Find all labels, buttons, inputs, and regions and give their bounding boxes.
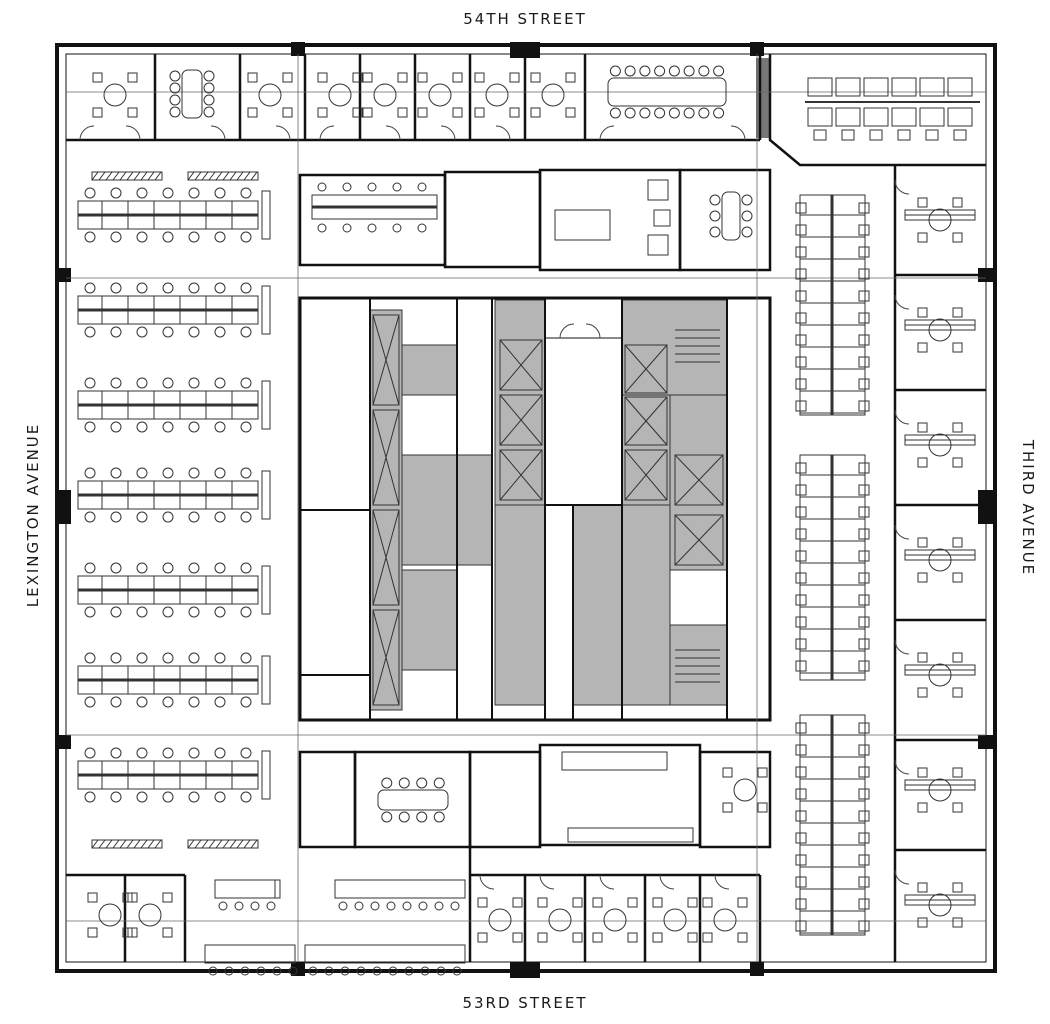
door-swings [79, 125, 910, 890]
core-walls [300, 297, 728, 720]
north-street-label: 54TH STREET [463, 10, 587, 28]
workstation-benches [77, 77, 980, 936]
south-street-label: 53RD STREET [462, 994, 588, 1012]
elevator-shafts [372, 314, 724, 706]
stairs [675, 329, 720, 683]
furniture [87, 65, 976, 976]
partition-walls [66, 54, 986, 962]
